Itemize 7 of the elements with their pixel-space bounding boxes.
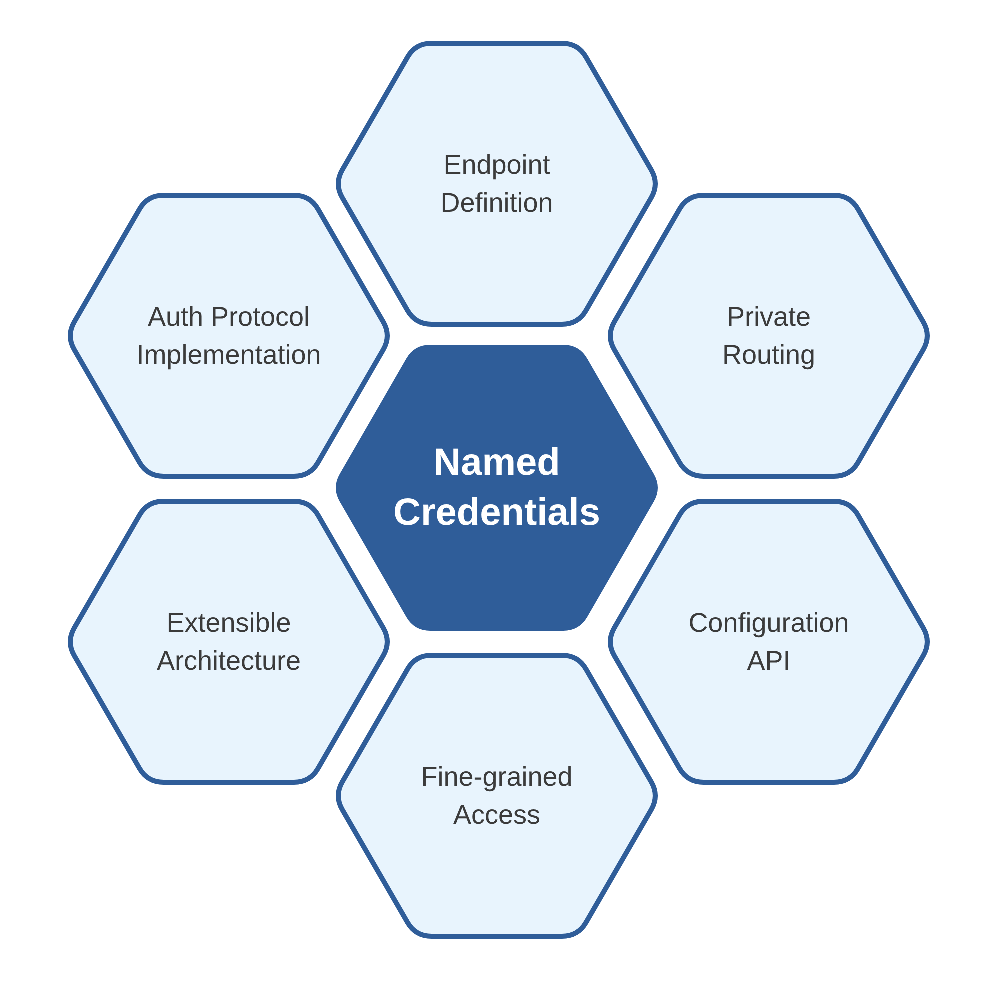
tile-label: Auth Protocol Implementation xyxy=(136,301,322,372)
tile-label: Fine-grained Access xyxy=(420,761,574,832)
tile-label: Private Routing xyxy=(721,301,817,372)
tile-label: Configuration API xyxy=(688,607,850,678)
tile-label: Endpoint Definition xyxy=(440,149,554,220)
tile-label: Extensible Architecture xyxy=(156,607,302,678)
center-title: Named Credentials xyxy=(392,441,602,536)
